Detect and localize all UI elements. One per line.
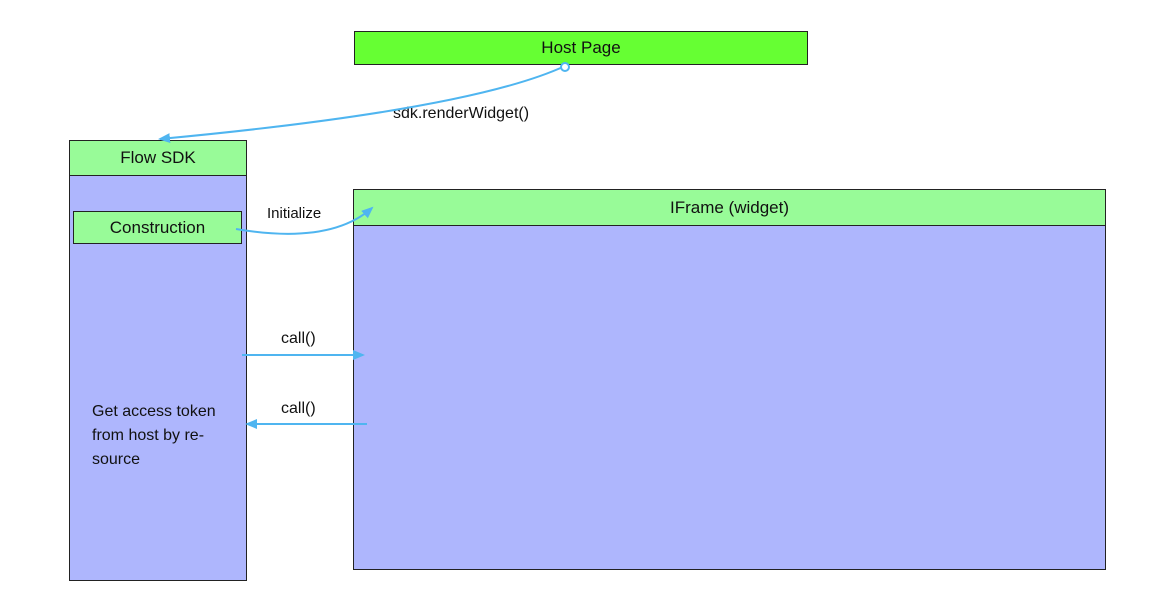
host-page-box: Host Page xyxy=(354,31,808,65)
initialize-label: Initialize xyxy=(267,205,322,222)
host-page-label: Host Page xyxy=(541,38,621,57)
call-to-iframe-label: call() xyxy=(281,330,316,347)
construction-label: Construction xyxy=(109,217,206,237)
construction-box: Construction xyxy=(73,211,242,244)
iframe-header: IFrame (widget) xyxy=(353,189,1106,226)
token-note: Get access token from host by re- source xyxy=(92,403,216,468)
call-to-sdk-label: call() xyxy=(281,400,316,417)
iframe-title: IFrame (widget) xyxy=(669,197,790,217)
render-widget-arrow xyxy=(158,65,566,144)
render-widget-label: sdk.renderWidget() xyxy=(393,105,530,122)
iframe-body xyxy=(353,189,1106,570)
flow-sdk-header: Flow SDK xyxy=(69,140,247,176)
flow-sdk-title: Flow SDK xyxy=(120,148,196,167)
